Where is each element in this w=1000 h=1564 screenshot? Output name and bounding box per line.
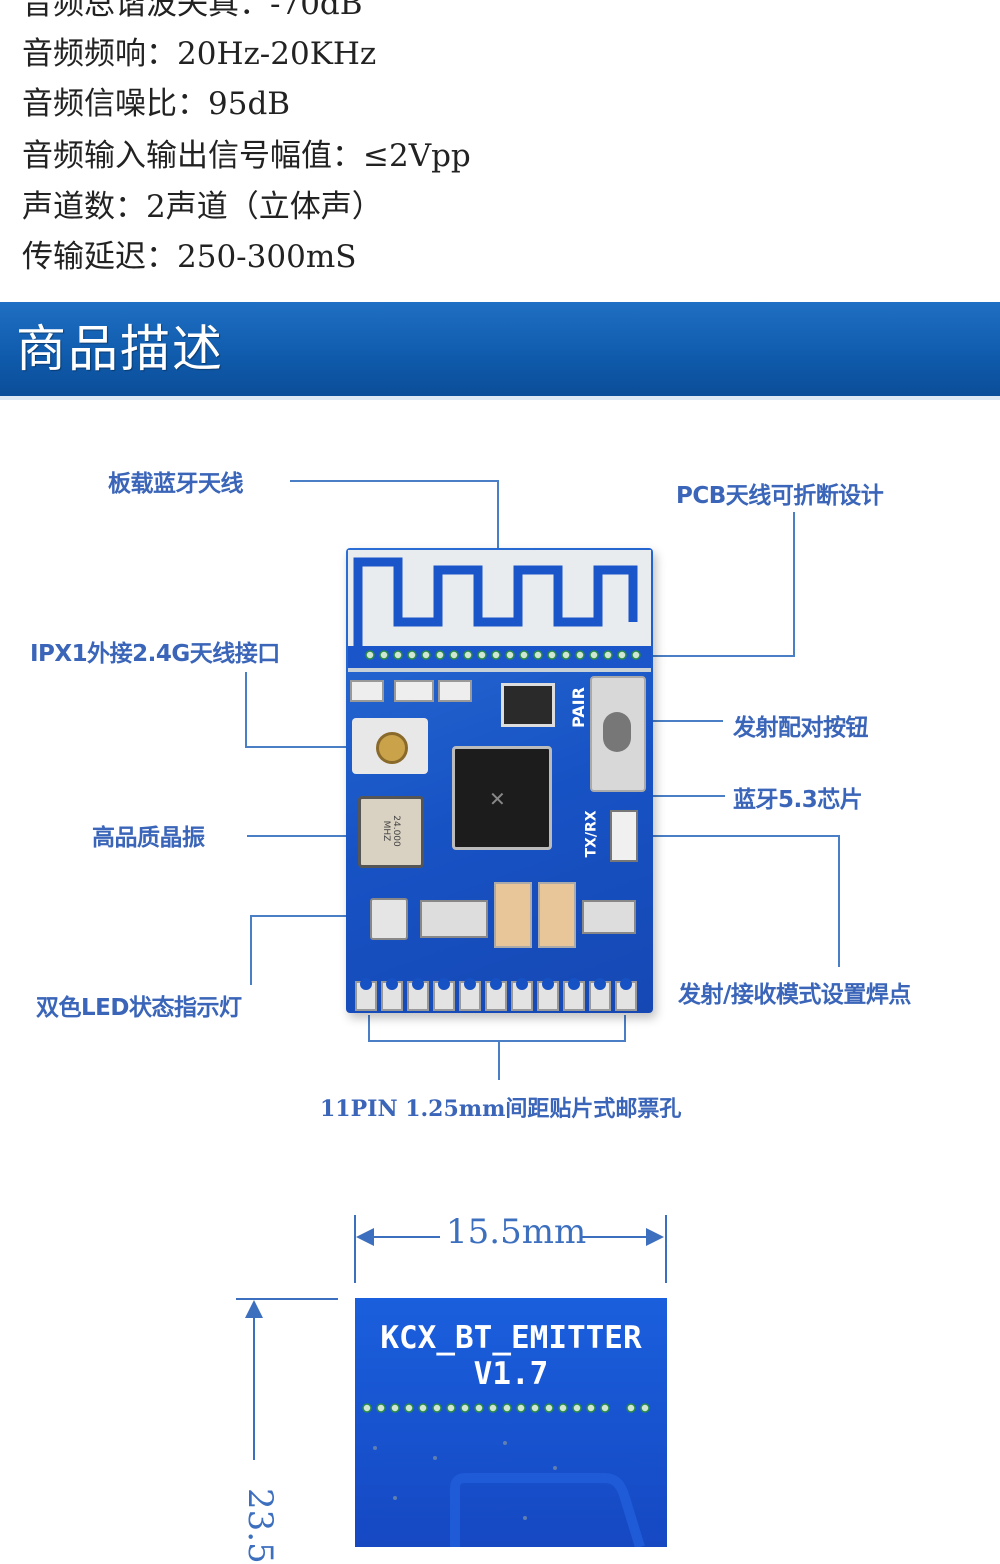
section-title: 商品描述 — [16, 320, 224, 378]
spec-latency: 传输延迟：250-300mS — [22, 239, 357, 275]
arrow-left-icon — [356, 1228, 374, 1246]
callout-onboard-antenna: 板载蓝牙天线 — [108, 471, 244, 497]
via-row — [365, 650, 641, 660]
spec-amplitude: 音频输入输出信号幅值：≤2Vpp — [22, 138, 471, 174]
arrow-up-icon — [245, 1300, 263, 1318]
callout-pair-button: 发射配对按钮 — [733, 715, 869, 741]
crystal-oscillator: 24.000 MHZ — [358, 796, 424, 868]
back-via-row — [362, 1403, 650, 1413]
callout-txrx-pads: 发射/接收模式设置焊点 — [678, 982, 911, 1008]
height-dimension: 23.5 — [240, 1488, 280, 1564]
callout-ipx-connector: IPX1外接2.4G天线接口 — [30, 641, 280, 667]
width-dimension: 15.5mm — [446, 1212, 587, 1252]
pair-button — [590, 676, 646, 792]
pair-silkscreen: PAIR — [568, 687, 588, 728]
status-led — [370, 898, 408, 940]
ipx-connector — [352, 718, 428, 774]
bluetooth-chip: ✕ — [452, 746, 552, 850]
txrx-silkscreen: TX/RX — [583, 810, 600, 858]
board-model-label: KCX_BT_EMITTER — [380, 1320, 642, 1356]
callout-pins: 11PIN 1.25mm间距贴片式邮票孔 — [320, 1096, 682, 1122]
module-back-board: KCX_BT_EMITTER V1.7 — [355, 1298, 667, 1547]
callout-pcb-antenna: PCB天线可折断设计 — [676, 483, 884, 509]
callout-bt-chip: 蓝牙5.3芯片 — [733, 787, 863, 813]
callout-led: 双色LED状态指示灯 — [36, 995, 242, 1021]
spec-snr: 音频信噪比：95dB — [22, 86, 291, 122]
spec-thd: 音频总谐波失真：-70dB — [22, 0, 363, 22]
callout-crystal: 高品质晶振 — [92, 825, 205, 851]
back-traces — [373, 1441, 645, 1547]
board-version-label: V1.7 — [473, 1356, 549, 1392]
bluetooth-module-board: PAIR ✕ TX/RX 24.000 MHZ — [346, 548, 653, 1013]
section-header: 商品描述 — [0, 302, 1000, 400]
spec-frequency-response: 音频频响：20Hz-20KHz — [22, 36, 377, 72]
spec-channels: 声道数：2声道（立体声） — [22, 189, 383, 225]
arrow-right-icon — [646, 1228, 664, 1246]
castellated-pins — [355, 978, 637, 1011]
txrx-solder-pads — [610, 810, 638, 862]
